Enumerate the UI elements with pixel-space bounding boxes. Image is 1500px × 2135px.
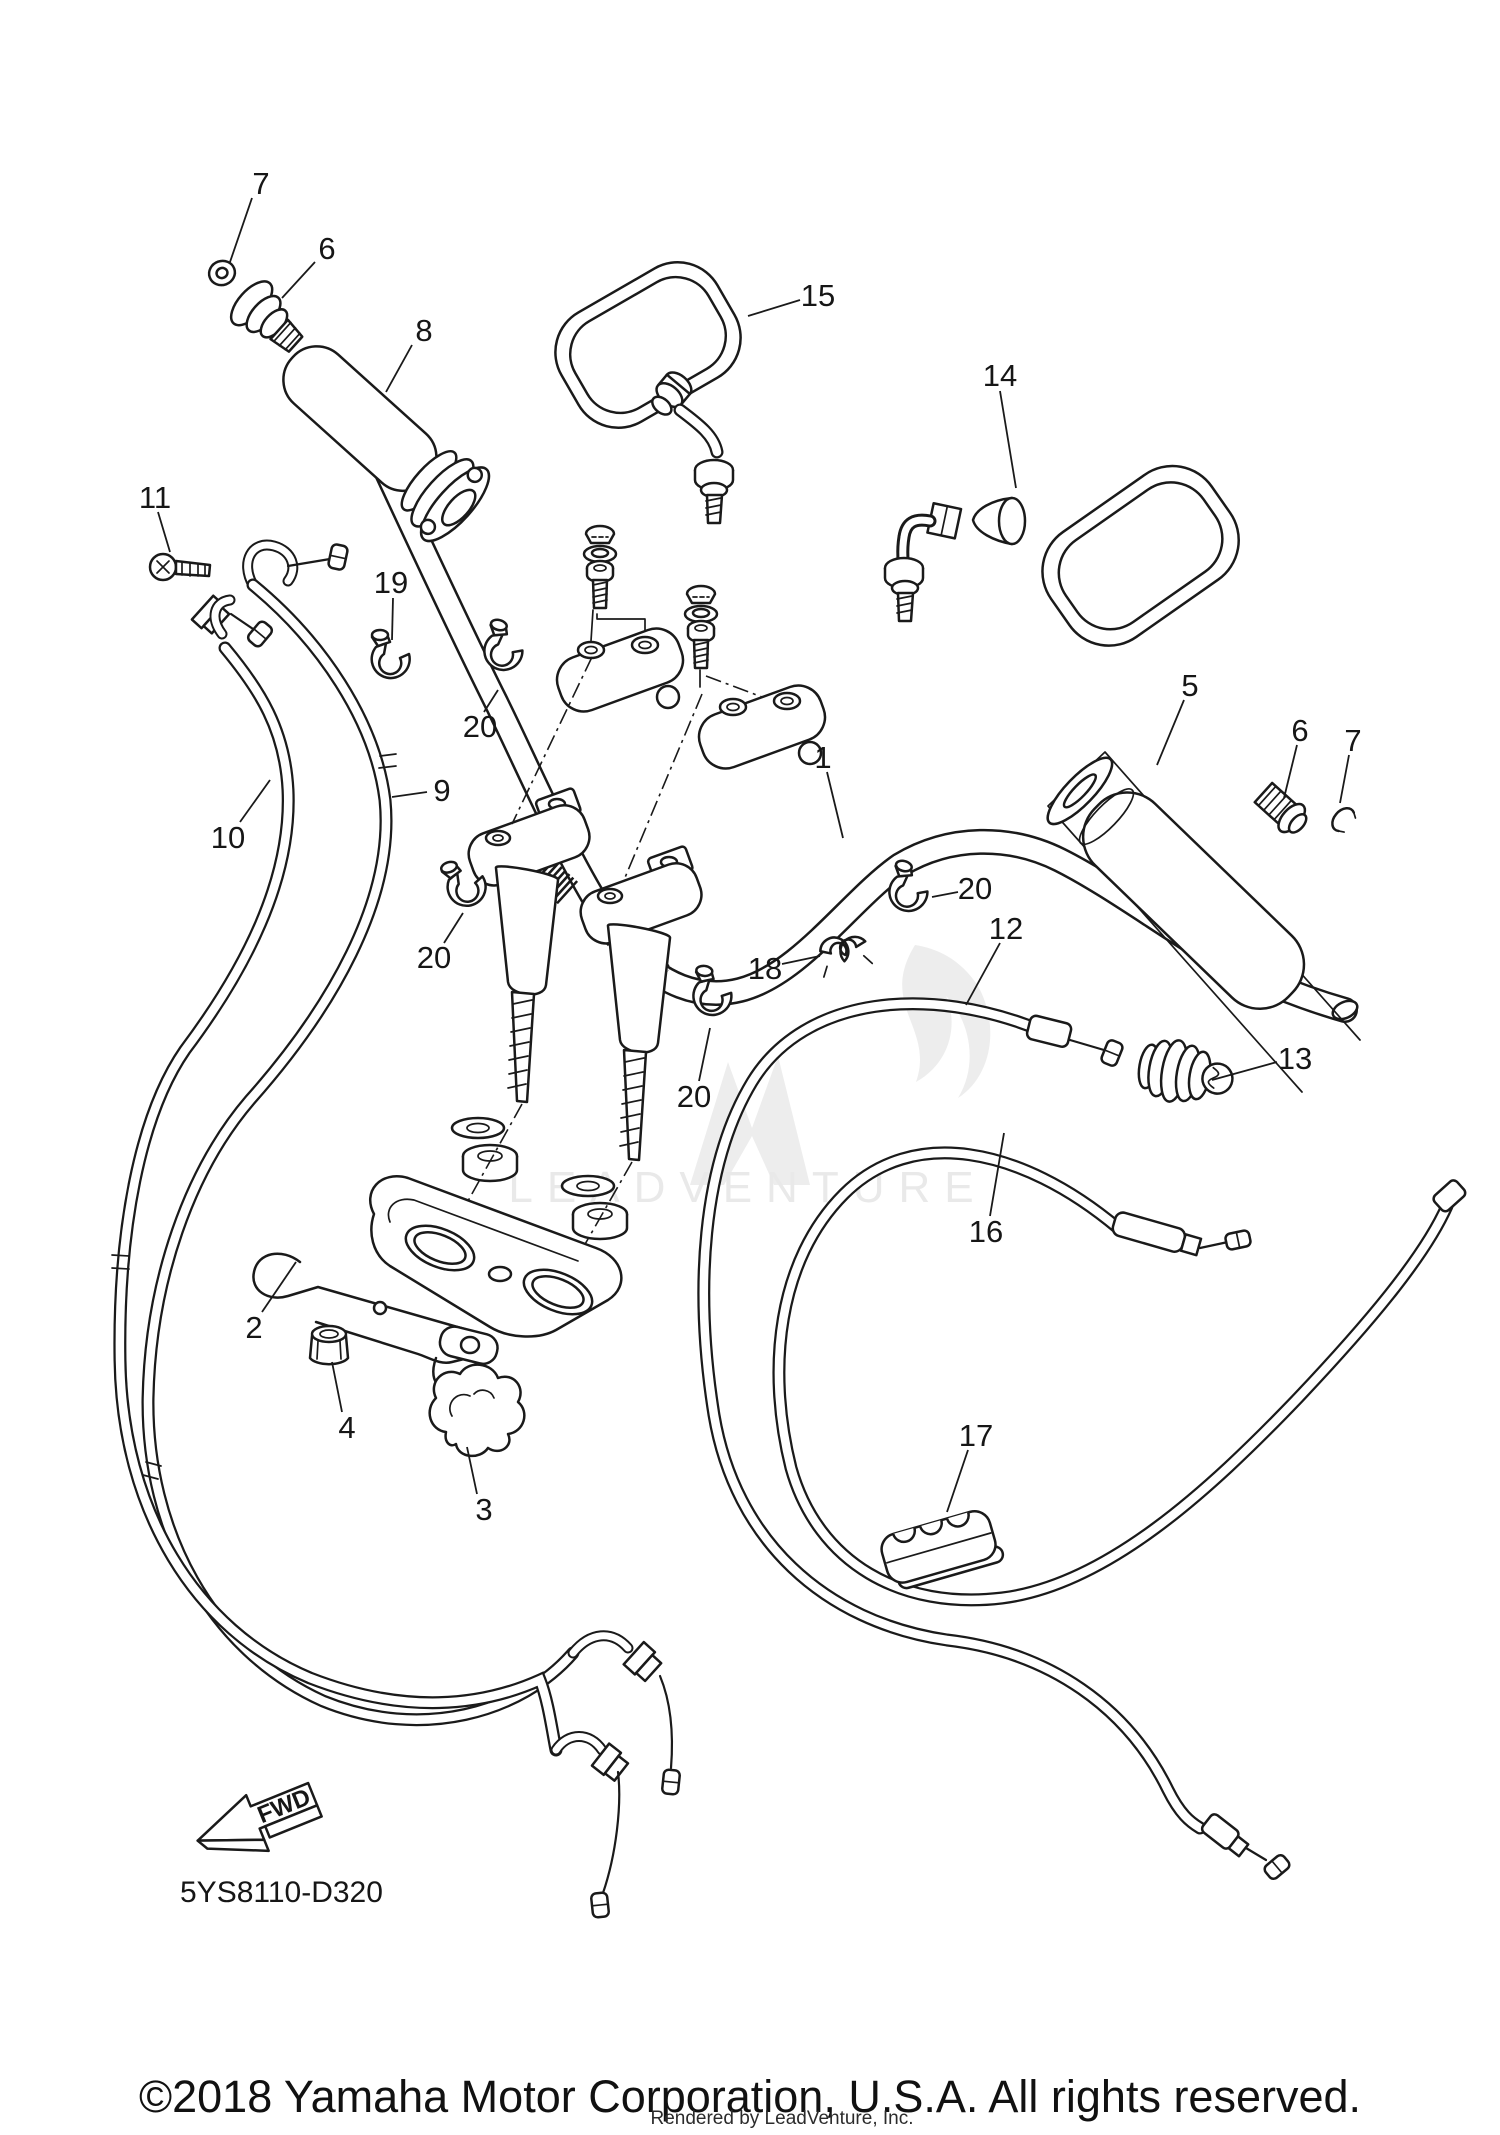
callout-20b: 20	[958, 871, 992, 906]
leader-lines	[157, 197, 1350, 1513]
callout-10: 10	[211, 820, 245, 855]
callout-19: 19	[374, 565, 408, 600]
grip-end-washer	[207, 259, 237, 287]
riser-bushing-1	[461, 1143, 519, 1183]
throttle-cap-6	[1253, 781, 1308, 834]
callout-18: 18	[748, 951, 782, 986]
riser-bushing-2	[571, 1201, 629, 1241]
washer-7b	[1331, 806, 1357, 833]
copyright-text: ©2018 Yamaha Motor Corporation, U.S.A. A…	[139, 2071, 1361, 2122]
handlebar-upper-holder-1	[555, 627, 685, 713]
steering-crown	[368, 1175, 623, 1338]
callout-20c: 20	[417, 940, 451, 975]
callout-3: 3	[475, 1492, 492, 1527]
callout-11: 11	[139, 480, 171, 515]
callout-15: 15	[801, 278, 835, 313]
rendered-by-text: Rendered by LeadVenture, Inc.	[650, 2108, 913, 2129]
callout-8: 8	[415, 313, 432, 348]
callout-14: 14	[983, 358, 1017, 393]
callout-17: 17	[959, 1418, 993, 1453]
cable-9	[141, 539, 682, 1797]
screw-11	[148, 552, 212, 582]
callout-4: 4	[338, 1410, 355, 1445]
watermark-flame-shape	[902, 945, 991, 1098]
callout-9: 9	[433, 773, 450, 808]
mirror-right	[883, 464, 1240, 647]
callout-16: 16	[969, 1214, 1003, 1249]
clamp-3	[428, 1363, 526, 1457]
cable-adjuster-boot-13	[1137, 1039, 1234, 1103]
callout-12: 12	[989, 911, 1023, 946]
handlebar-lower-holder-2	[579, 845, 703, 1162]
callout-2: 2	[245, 1310, 262, 1345]
flange-nut	[308, 1324, 350, 1366]
callout-6a: 6	[318, 231, 335, 266]
part-code: 5YS8110-D320	[180, 1876, 383, 1909]
wire-guide-bracket	[252, 1252, 499, 1389]
grip-left	[282, 345, 491, 543]
cable-12	[697, 997, 1293, 1883]
handlebar-lower-holder-1	[467, 787, 591, 1104]
mirror-left	[554, 261, 742, 525]
callout-1: 1	[814, 740, 831, 775]
cable-holder-17	[880, 1509, 1005, 1590]
clamp-19	[370, 628, 411, 680]
upper-holder-bolts	[582, 524, 763, 698]
cable-16	[772, 1146, 1467, 1607]
handlebar-upper-holder-2	[697, 684, 827, 770]
callout-7b: 7	[1344, 723, 1361, 758]
grip-end-plug	[229, 280, 304, 353]
callout-6b: 6	[1291, 713, 1308, 748]
clamp-18	[819, 935, 874, 978]
callout-5: 5	[1181, 668, 1198, 703]
callout-13: 13	[1278, 1041, 1312, 1076]
callout-7a: 7	[252, 166, 269, 201]
grip-right	[1046, 756, 1306, 1011]
cable-10	[111, 594, 630, 1920]
callout-20d: 20	[677, 1079, 711, 1114]
callouts: 7 6 8 15 14 11 19 20 10 9 5 6 7 1 20 18 …	[139, 166, 1362, 1527]
callout-20a: 20	[463, 709, 497, 744]
fwd-arrow: FWD	[196, 1781, 323, 1853]
